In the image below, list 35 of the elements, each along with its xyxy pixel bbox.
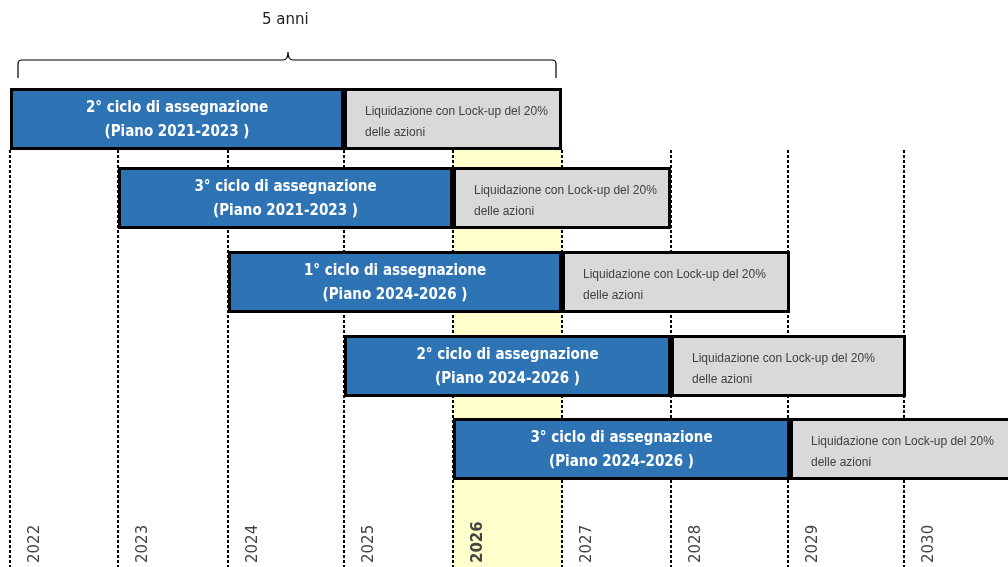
bar-text: Liquidazione con Lock-up del 20% delle azioni — [692, 350, 876, 388]
bar-text: Liquidazione con Lock-up del 20% delle azioni — [811, 433, 995, 471]
year-label: 2028 — [686, 524, 704, 563]
lock-up-bar — [790, 418, 1008, 480]
year-label: 2022 — [25, 524, 43, 563]
year-label: 2026 — [468, 521, 486, 563]
allocation-cycle-bar — [453, 418, 790, 480]
allocation-cycle-bar — [10, 88, 344, 150]
cycle-title: (Piano 2024-2026 ) — [434, 369, 581, 387]
cycle-title: (Piano 2021-2023 ) — [103, 122, 251, 140]
cycle-title: 3° ciclo di assegnazione — [193, 177, 378, 195]
cycle-title: 1° ciclo di assegnazione — [302, 261, 488, 279]
cycle-title: (Piano 2021-2023 ) — [212, 201, 359, 219]
lock-up-bar — [562, 251, 790, 313]
allocation-cycle-bar — [118, 167, 453, 229]
bar-text: Liquidazione con Lock-up del 20% delle azioni — [365, 103, 549, 141]
cycle-title: 2° ciclo di assegnazione — [84, 98, 270, 116]
lock-up-bar — [344, 88, 562, 150]
year-label: 2029 — [803, 524, 821, 563]
year-label: 2024 — [243, 524, 261, 563]
cycle-title: (Piano 2024-2026 ) — [321, 285, 469, 303]
lock-up-bar — [453, 167, 671, 229]
span-label: 5 anni — [262, 10, 309, 28]
year-label: 2023 — [133, 524, 151, 563]
lock-up-bar — [671, 335, 906, 397]
cycle-title: 3° ciclo di assegnazione — [529, 428, 714, 446]
bar-text: Liquidazione con Lock-up del 20% delle azioni — [583, 266, 767, 304]
allocation-cycle-bar — [344, 335, 671, 397]
allocation-cycle-bar — [228, 251, 562, 313]
year-label: 2027 — [577, 524, 595, 563]
year-label: 2025 — [359, 524, 377, 563]
year-label: 2030 — [919, 524, 937, 563]
bar-text: Liquidazione con Lock-up del 20% delle azioni — [474, 182, 658, 220]
cycle-title: (Piano 2024-2026 ) — [548, 452, 695, 470]
cycle-title: 2° ciclo di assegnazione — [415, 345, 600, 363]
